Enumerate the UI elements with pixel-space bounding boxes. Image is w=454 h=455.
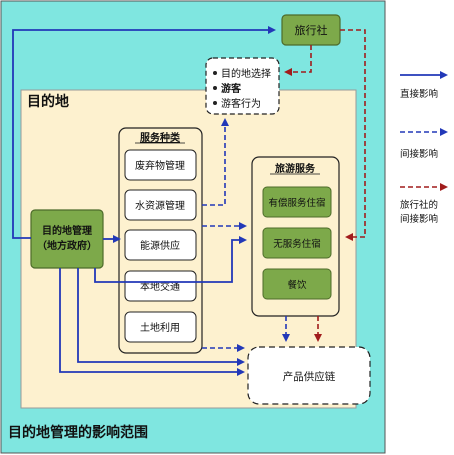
agency-arrow-to-tourist: [284, 45, 312, 76]
service-type-energy: 能源供应: [140, 239, 180, 252]
service-type-box-land: [124, 311, 197, 343]
tourism-service-unserviced-lodging: 无服务住宿: [273, 238, 321, 250]
tourism-service-paid-lodging: 有偿服务住宿: [268, 197, 325, 209]
tourism-service-box-catering: [262, 268, 332, 300]
destination-management-label: 目的地管理: [42, 224, 92, 237]
legend-indirect-label: 间接影响: [400, 148, 438, 160]
service-type-transport: 本地交通: [140, 280, 180, 293]
direct-arrow-management-to-travel-agency: [12, 26, 276, 239]
outer-region-label: 目的地管理的影响范围: [8, 424, 148, 441]
service-types-title: 服务种类: [140, 131, 180, 144]
product-supply-chain-label: 产品供应链: [283, 370, 336, 383]
direct-arrow-management-to-supply-chain: [59, 268, 245, 376]
legend-agency-label-2: 间接影响: [400, 213, 438, 225]
service-type-box-energy: [124, 229, 197, 261]
legend-direct-label: 直接影响: [400, 88, 438, 100]
direct-arrow-management-to-tourism-services: [94, 236, 247, 283]
travel-agency-label: 旅行社: [295, 23, 328, 37]
tourist-box: [205, 57, 280, 115]
service-type-box-transport: [124, 270, 197, 302]
tourism-service-box-paid-lodging: [262, 186, 332, 218]
tourism-service-catering: 餐饮: [287, 279, 307, 291]
legend-agency-label-1: 旅行社的: [400, 199, 438, 211]
direct-arrow-management-to-supply-chain-2: [77, 268, 245, 366]
service-type-water: 水资源管理: [135, 199, 185, 212]
product-supply-chain-box: [247, 346, 371, 405]
local-government-label: （地方政府）: [37, 239, 97, 252]
tourist-item-tourist: 游客: [221, 82, 242, 95]
bullet-dot: [213, 86, 217, 90]
destination-label: 目的地: [27, 93, 69, 110]
tourist-item-behavior: 游客行为: [221, 97, 261, 110]
agency-arrow-to-tourism-services: [340, 29, 366, 241]
service-type-box-waste: [124, 149, 197, 181]
destination-management-box: [30, 209, 104, 269]
service-type-land: 土地利用: [140, 321, 180, 334]
legend: 直接影响 间接影响 旅行社的 间接影响: [400, 71, 448, 225]
tourism-service-box-unserviced-lodging: [262, 227, 332, 259]
service-type-waste: 废弃物管理: [135, 159, 185, 172]
tourist-item-destination-choice: 目的地选择: [221, 67, 271, 80]
bullet-dot: [213, 101, 217, 105]
service-type-box-water: [124, 189, 197, 221]
bullet-dot: [213, 71, 217, 75]
tourism-services-title: 旅游服务: [275, 162, 316, 175]
